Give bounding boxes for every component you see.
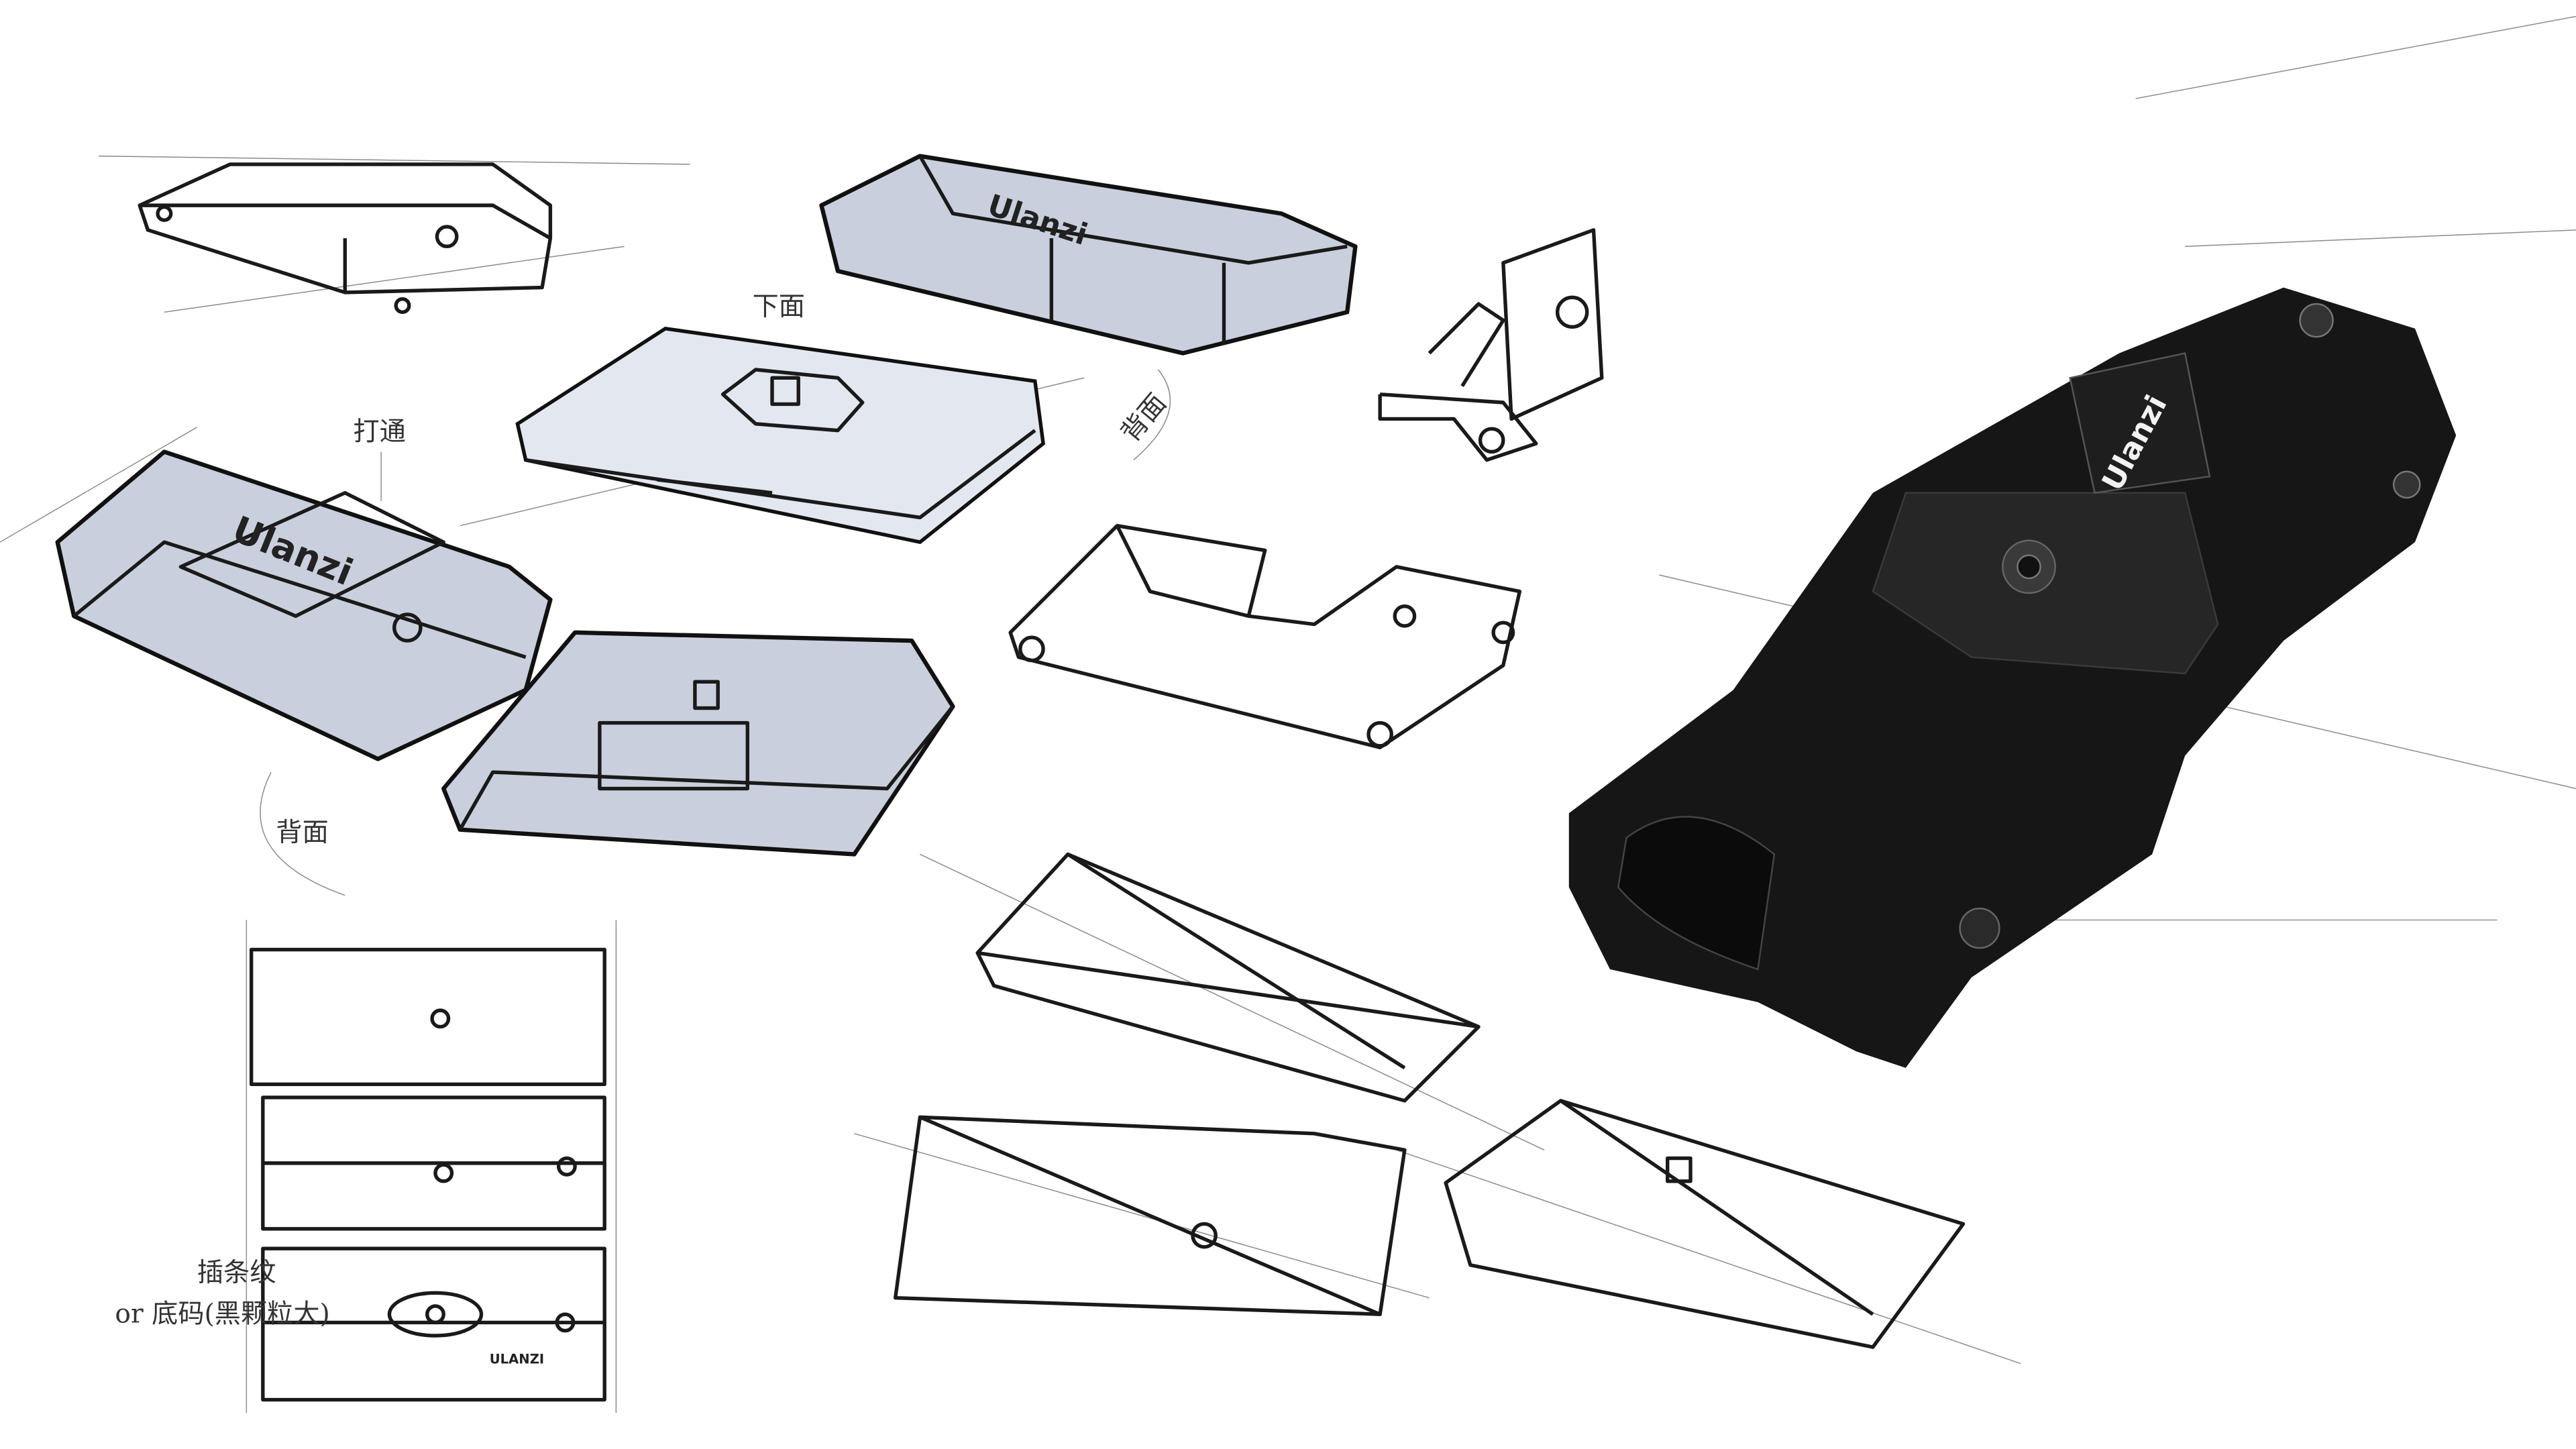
note-texture-1: 插条纹 — [197, 1258, 276, 1288]
sketch-front-views: ULANZI — [250, 947, 606, 1402]
sketch-shaded-left: Ulanzi — [55, 449, 553, 761]
sketch-wireframe-middle — [1008, 523, 1521, 749]
note-bottom-face: 下面 — [753, 292, 805, 322]
note-through: 打通 — [354, 417, 406, 447]
sketch-hinge — [1378, 228, 1604, 462]
note-back-face-1: 背面 — [1116, 388, 1173, 448]
product-render: Ulanzi — [1568, 287, 2457, 1068]
note-back-face-2: 背面 — [276, 818, 328, 848]
sketch-octagon-plate — [515, 326, 1045, 545]
front-view-logo: ULANZI — [490, 1352, 544, 1367]
sketch-wireframe-top-left — [138, 162, 553, 314]
sketch-wire-boxes — [894, 852, 1966, 1349]
sketch-shaded-top: Ulanzi — [819, 154, 1358, 356]
note-texture-2: or 底码(黑颗粒大) — [115, 1299, 329, 1329]
sketch-shaded-bottom — [441, 630, 955, 857]
